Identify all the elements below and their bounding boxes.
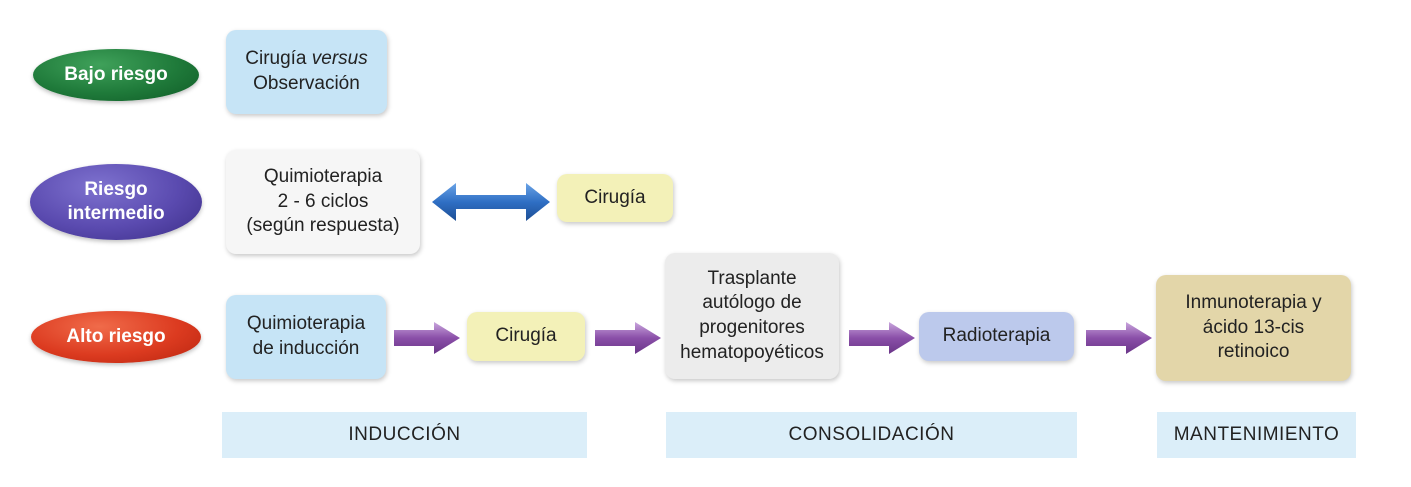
surgery-word: Cirugía xyxy=(245,48,312,70)
phase-consolidation-label: CONSOLIDACIÓN xyxy=(788,424,955,445)
chemo-line-1: Quimioterapia xyxy=(263,165,383,187)
chemo-line-2: 2 - 6 ciclos xyxy=(277,190,369,212)
surgery-vs-line1: Cirugía versus xyxy=(245,47,368,72)
radiotherapy-label: Radioterapia xyxy=(942,325,1051,347)
observation-line: Observación xyxy=(253,73,360,94)
immuno-line-3: retinoico xyxy=(1217,341,1290,363)
phase-induction: INDUCCIÓN xyxy=(222,412,587,458)
intermediate-surgery-label: Cirugía xyxy=(584,186,646,208)
transplant-line-3: progenitores xyxy=(699,317,805,338)
versus-word: versus xyxy=(311,48,368,70)
double-arrow-icon xyxy=(432,183,550,221)
transplant-line-4: hematopoyéticos xyxy=(680,341,824,363)
transplant-box: Trasplante autólogo de progenitores hema… xyxy=(665,253,839,379)
arrow-right-icon xyxy=(849,322,915,354)
induction-chemo-box: Quimioterapia de inducción xyxy=(226,295,386,379)
immunotherapy-box: Inmunoterapia y ácido 13-cis retinoico xyxy=(1156,275,1351,381)
immuno-line-2: ácido 13-cis xyxy=(1202,316,1305,338)
surgery-vs-observation-box: Cirugía versus Observación xyxy=(226,30,387,114)
arrow-right-icon xyxy=(394,322,460,354)
arrow-right-icon xyxy=(1086,322,1152,354)
risk-low-pill: Bajo riesgo xyxy=(33,49,199,101)
risk-high-pill: Alto riesgo xyxy=(31,311,201,363)
phase-induction-label: INDUCCIÓN xyxy=(348,424,461,445)
risk-intermediate-label-2: intermedio xyxy=(67,203,165,224)
risk-high-label: Alto riesgo xyxy=(66,326,166,348)
intermediate-surgery-box: Cirugía xyxy=(557,174,673,222)
high-surgery-label: Cirugía xyxy=(495,325,557,347)
induction-chemo-line-2: de inducción xyxy=(252,338,360,359)
arrow-right-icon xyxy=(595,322,661,354)
risk-intermediate-label-1: Riesgo xyxy=(84,179,148,201)
phase-consolidation: CONSOLIDACIÓN xyxy=(666,412,1077,458)
immuno-line-1: Inmunoterapia y xyxy=(1185,291,1322,313)
high-surgery-box: Cirugía xyxy=(467,312,585,361)
risk-intermediate-pill: Riesgo intermedio xyxy=(30,164,202,240)
chemo-line-3: (según respuesta) xyxy=(246,215,400,237)
radiotherapy-box: Radioterapia xyxy=(919,312,1074,361)
chemo-cycles-box: Quimioterapia 2 - 6 ciclos (según respue… xyxy=(226,150,420,254)
phase-maintenance: MANTENIMIENTO xyxy=(1157,412,1356,458)
transplant-line-1: Trasplante xyxy=(707,267,797,289)
induction-chemo-line-1: Quimioterapia xyxy=(246,313,366,335)
risk-low-label: Bajo riesgo xyxy=(64,64,168,86)
phase-maintenance-label: MANTENIMIENTO xyxy=(1173,424,1340,445)
transplant-line-2: autólogo de xyxy=(702,292,802,314)
